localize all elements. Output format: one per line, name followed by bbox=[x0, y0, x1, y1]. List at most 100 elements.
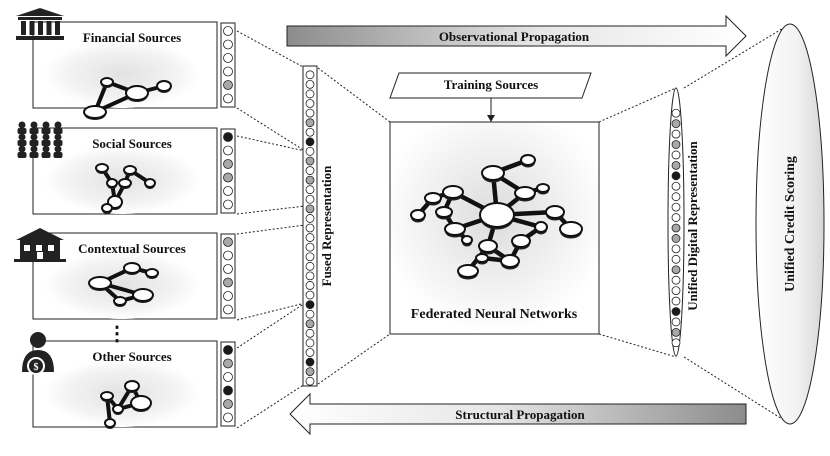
fused-vector-cell bbox=[305, 348, 315, 357]
fused-vector-cell bbox=[305, 367, 315, 377]
unified-vector bbox=[671, 108, 681, 348]
fused-vector-cell bbox=[305, 281, 315, 290]
graph-node bbox=[118, 178, 132, 188]
graph-node bbox=[100, 391, 114, 401]
source-label: Social Sources bbox=[92, 136, 172, 151]
vector-cell bbox=[223, 291, 233, 301]
unified-digital-representation-label: Unified Digital Representation bbox=[685, 140, 700, 310]
vector-cell bbox=[223, 304, 233, 315]
vector-cell bbox=[223, 199, 233, 210]
fused-vector-cell bbox=[305, 194, 315, 204]
source-panel: Other Sources $ bbox=[22, 332, 236, 429]
network-node bbox=[479, 202, 515, 228]
structural-propagation-arrow: Structural Propagation bbox=[289, 392, 747, 436]
network-node bbox=[500, 254, 520, 268]
graph-node bbox=[95, 163, 109, 173]
structural-propagation-label: Structural Propagation bbox=[455, 407, 585, 422]
training-sources-label: Training Sources bbox=[444, 77, 539, 92]
network-node bbox=[478, 239, 498, 253]
graph-node bbox=[104, 418, 116, 428]
graph-node bbox=[144, 178, 156, 188]
source-vector bbox=[220, 22, 236, 108]
unified-vector-cell bbox=[671, 119, 681, 129]
unified-vector-cell bbox=[671, 202, 681, 212]
fused-vector-cell bbox=[305, 271, 315, 281]
vector-cell bbox=[223, 80, 233, 90]
unified-digital-representation: Unified Digital Representation bbox=[667, 87, 700, 357]
unified-vector-cell bbox=[671, 296, 681, 306]
unified-vector-cell bbox=[671, 108, 681, 118]
source-label: Other Sources bbox=[92, 349, 171, 364]
unified-credit-scoring-label: Unified Credit Scoring bbox=[783, 156, 798, 292]
fused-vector-cell bbox=[305, 118, 315, 128]
network-node bbox=[410, 209, 426, 221]
fused-vector-cell bbox=[305, 127, 315, 137]
graph-node bbox=[125, 85, 149, 101]
graph-node bbox=[123, 262, 141, 274]
source-panel: Social Sources bbox=[17, 121, 236, 215]
unified-vector-cell bbox=[671, 160, 681, 170]
graph-node bbox=[88, 276, 112, 290]
vector-cell bbox=[223, 237, 233, 247]
unified-vector-cell bbox=[671, 192, 681, 202]
fused-vector-cell bbox=[305, 242, 315, 252]
unified-vector-cell bbox=[671, 129, 681, 139]
vector-cell bbox=[223, 345, 233, 355]
fused-vector-cell bbox=[305, 214, 315, 223]
vector-cell bbox=[223, 26, 233, 36]
unified-vector-cell bbox=[671, 244, 681, 254]
vector-cell bbox=[223, 53, 233, 63]
fused-vector-cell bbox=[305, 319, 315, 329]
federated-neural-networks-box: Federated Neural Networks bbox=[389, 121, 600, 335]
unified-vector-cell bbox=[671, 140, 681, 149]
vector-cell bbox=[223, 250, 233, 261]
fused-vector-cell bbox=[305, 338, 315, 348]
network-node bbox=[520, 154, 536, 166]
unified-vector-cell bbox=[671, 223, 681, 233]
graph-node bbox=[100, 77, 114, 87]
vector-cell bbox=[223, 159, 233, 169]
fused-vector-cell bbox=[305, 252, 315, 262]
network-node bbox=[559, 221, 583, 237]
fused-representation: Fused Representation bbox=[302, 65, 334, 387]
fused-vector-cell bbox=[305, 357, 315, 367]
graph-node bbox=[156, 80, 172, 92]
fused-vector-cell bbox=[305, 108, 315, 118]
fused-vector-cell bbox=[305, 175, 315, 185]
source-vector bbox=[220, 341, 236, 427]
fused-vector-cell bbox=[305, 70, 315, 80]
source-panel: Financial Sources bbox=[16, 8, 236, 120]
graph-node bbox=[123, 165, 137, 175]
network-node bbox=[424, 192, 442, 204]
vector-cell bbox=[223, 385, 233, 396]
federated-neural-networks-label: Federated Neural Networks bbox=[411, 307, 578, 322]
fused-vector-cell bbox=[305, 328, 315, 338]
person-dollar-icon: $ bbox=[22, 332, 54, 375]
fused-vector-cell bbox=[305, 99, 315, 108]
graph-node bbox=[83, 105, 107, 119]
vector-cell bbox=[223, 358, 233, 369]
network-node bbox=[461, 235, 473, 245]
source-graph bbox=[95, 163, 156, 214]
unified-vector-cell bbox=[671, 265, 681, 275]
source-label: Contextual Sources bbox=[78, 241, 186, 256]
unified-credit-scoring: Unified Credit Scoring bbox=[755, 23, 825, 425]
source-graph bbox=[88, 262, 159, 307]
house-icon bbox=[14, 228, 66, 262]
fused-vector-cell bbox=[305, 146, 315, 156]
fused-vector-cell bbox=[305, 376, 315, 386]
fused-vector-cell bbox=[305, 223, 315, 233]
vector-cell bbox=[223, 186, 233, 196]
observational-propagation-arrow: Observational Propagation bbox=[286, 14, 747, 58]
graph-node bbox=[112, 404, 124, 414]
unified-vector-cell bbox=[671, 317, 681, 327]
fused-vector-cell bbox=[305, 233, 315, 242]
network-node bbox=[545, 205, 565, 219]
fused-vector-cell bbox=[305, 290, 315, 300]
source-label: Financial Sources bbox=[83, 30, 181, 45]
fused-representation-label: Fused Representation bbox=[319, 165, 334, 287]
network-node bbox=[442, 185, 464, 199]
